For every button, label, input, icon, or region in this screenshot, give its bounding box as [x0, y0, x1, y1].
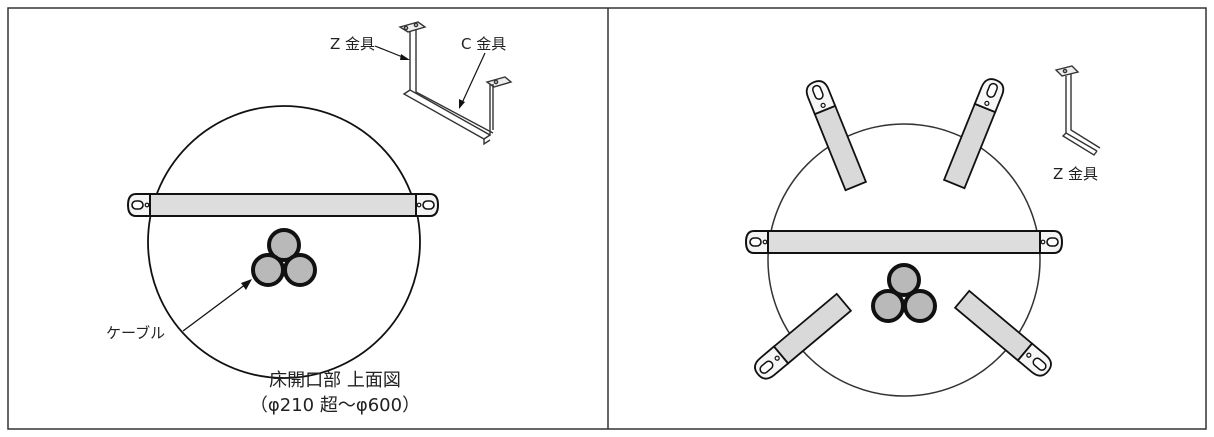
right-panel-diagram [745, 65, 1101, 397]
z-bracket-label-right: Z 金具 [1053, 165, 1099, 183]
c-bracket-label: C 金具 [461, 35, 507, 53]
radial-brackets [750, 75, 1056, 384]
left-panel-diagram [127, 21, 513, 379]
caption-size-range: （φ210 超〜φ600） [249, 395, 421, 416]
cable-pointer-arrow [182, 279, 252, 332]
z-bracket-illustration [1054, 65, 1101, 156]
panel-borders [7, 7, 1207, 430]
support-bar-right [745, 230, 1063, 254]
support-bar [127, 193, 439, 217]
cable-label: ケーブル [106, 324, 166, 342]
z-c-bracket-illustration [374, 21, 513, 146]
floor-opening-circle-right [767, 123, 1041, 397]
cable-bundle-right [871, 263, 937, 323]
floor-opening-circle [147, 105, 421, 379]
cable-bundle [251, 228, 317, 287]
z-bracket-label: Z 金具 [330, 35, 376, 53]
caption-title: 床開口部 上面図 [269, 370, 401, 391]
